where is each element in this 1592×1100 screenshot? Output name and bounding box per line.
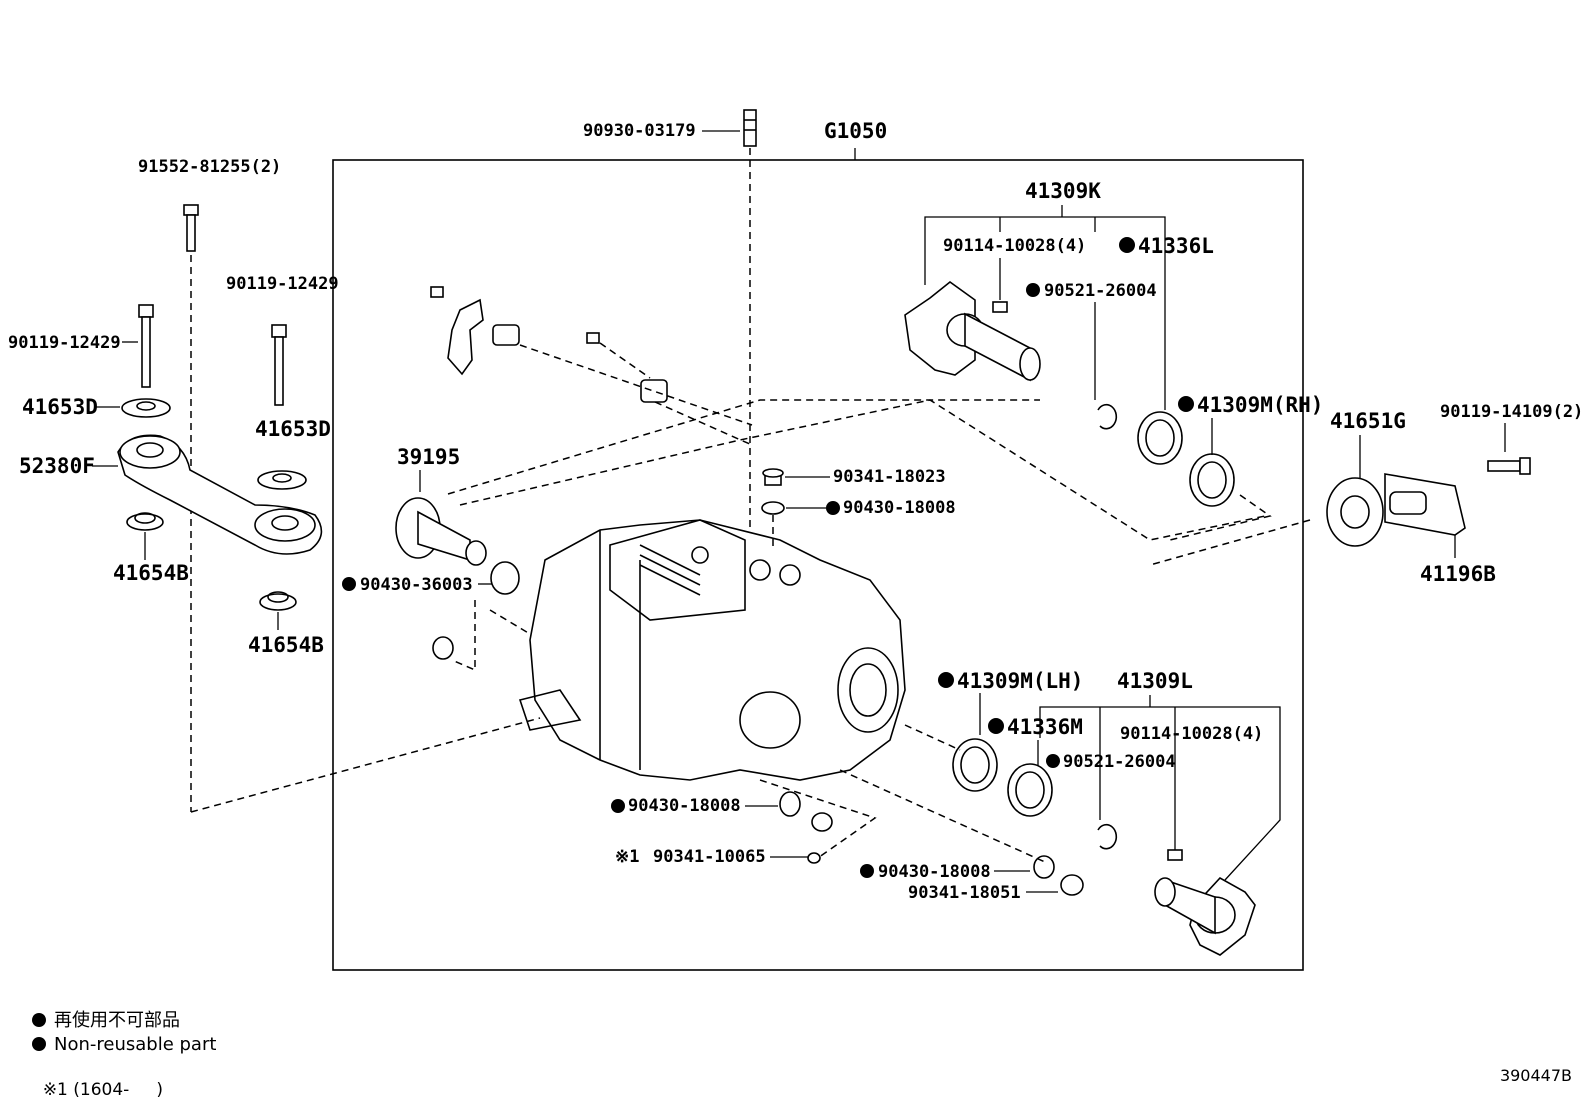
bushing-41654b-right (259, 591, 297, 611)
label-90430-18008-mid[interactable]: 90430-18008 (628, 796, 741, 816)
washer-41653d-left (121, 398, 171, 418)
bullet-icon (32, 1037, 46, 1051)
mount-bracket-52380f (117, 434, 323, 555)
bolt-90119-14109 (1487, 423, 1531, 475)
assembly-frame (332, 159, 1304, 971)
plug-90341-10065 (807, 852, 821, 864)
label-41336m[interactable]: 41336M (1007, 715, 1083, 739)
legend-note: ※1 (1604- ) (32, 1060, 163, 1100)
label-41309l[interactable]: 41309L (1117, 669, 1193, 693)
legend-note-text: ※1 (1604- ) (42, 1080, 163, 1100)
label-41336l[interactable]: 41336L (1138, 234, 1214, 258)
legend-jp-text: 再使用不可部品 (54, 1010, 180, 1031)
label-52380f[interactable]: 52380F (19, 454, 95, 478)
label-g1050[interactable]: G1050 (824, 119, 887, 143)
flange-41309l (1154, 876, 1256, 956)
label-91552-81255[interactable]: 91552-81255(2) (138, 157, 281, 177)
plug-small-mid (811, 812, 833, 832)
label-90430-18008-top[interactable]: 90430-18008 (843, 498, 956, 518)
label-41654b-right[interactable]: 41654B (248, 633, 324, 657)
legend-jp: 再使用不可部品 (32, 1006, 180, 1032)
label-41309m-lh[interactable]: 41309M(LH) (957, 669, 1083, 693)
plug-39195 (432, 636, 454, 660)
label-41651g[interactable]: 41651G (1330, 409, 1406, 433)
label-41309m-rh[interactable]: 41309M(RH) (1197, 393, 1323, 417)
seal-41336m (1007, 763, 1053, 817)
differential-housing (518, 519, 906, 781)
label-41196b[interactable]: 41196B (1420, 562, 1496, 586)
sensor-bracket (430, 286, 668, 403)
legend-en-text: Non-reusable part (54, 1034, 217, 1055)
label-41653d-left[interactable]: 41653D (22, 395, 98, 419)
flange-41309k (904, 280, 1041, 382)
shaft-39195 (395, 497, 487, 566)
label-90521-26004-bottom[interactable]: 90521-26004 (1063, 752, 1176, 772)
label-90521-26004-top[interactable]: 90521-26004 (1044, 281, 1157, 301)
plug-90341-18051 (1060, 874, 1084, 896)
bolt-90119-left (138, 304, 154, 388)
gasket-90430-36003 (490, 561, 520, 595)
label-90430-36003[interactable]: 90430-36003 (360, 575, 473, 595)
label-90119-12429-right[interactable]: 90119-12429 (226, 274, 339, 294)
diagram-code: 390447B (1499, 1066, 1572, 1085)
label-90341-10065[interactable]: 90341-10065 (653, 847, 766, 867)
bushing-41654b-left (126, 512, 164, 531)
bolt-90114-top (992, 301, 1008, 313)
breather-plug (743, 109, 757, 147)
bolt-90114-bottom (1167, 849, 1183, 861)
label-90930-03179[interactable]: 90930-03179 (583, 121, 696, 141)
gasket-90430-18008-mid (779, 791, 801, 817)
label-90341-18051[interactable]: 90341-18051 (908, 883, 1021, 903)
snap-ring-top (1097, 403, 1118, 430)
label-41309k[interactable]: 41309K (1025, 179, 1101, 203)
seal-41336l (1137, 411, 1183, 465)
label-39195[interactable]: 39195 (397, 445, 460, 469)
seal-41309m-lh (952, 738, 998, 792)
bullet-icon (32, 1013, 46, 1027)
gasket-90430-18008-bottom (1033, 855, 1055, 879)
label-90114-10028-top[interactable]: 90114-10028(4) (943, 236, 1086, 256)
snap-ring-bottom (1097, 823, 1118, 850)
label-90119-12429-left[interactable]: 90119-12429 (8, 333, 121, 353)
label-90114-10028-bottom[interactable]: 90114-10028(4) (1120, 724, 1263, 744)
plug-90341-18023 (762, 468, 784, 486)
label-41654b-left[interactable]: 41654B (113, 561, 189, 585)
gasket-90430-18008-top (761, 501, 785, 515)
bolt-90119-right (271, 324, 287, 406)
label-41653d-right[interactable]: 41653D (255, 417, 331, 441)
label-90341-18023[interactable]: 90341-18023 (833, 467, 946, 487)
note-mark: ※1 (615, 847, 639, 867)
legend-en: Non-reusable part (32, 1034, 216, 1055)
label-90430-18008-bottom[interactable]: 90430-18008 (878, 862, 991, 882)
washer-41653d-right (257, 470, 307, 490)
bolt-91552 (183, 204, 199, 252)
mount-41651g (1326, 473, 1466, 547)
label-90119-14109[interactable]: 90119-14109(2) (1440, 402, 1583, 422)
